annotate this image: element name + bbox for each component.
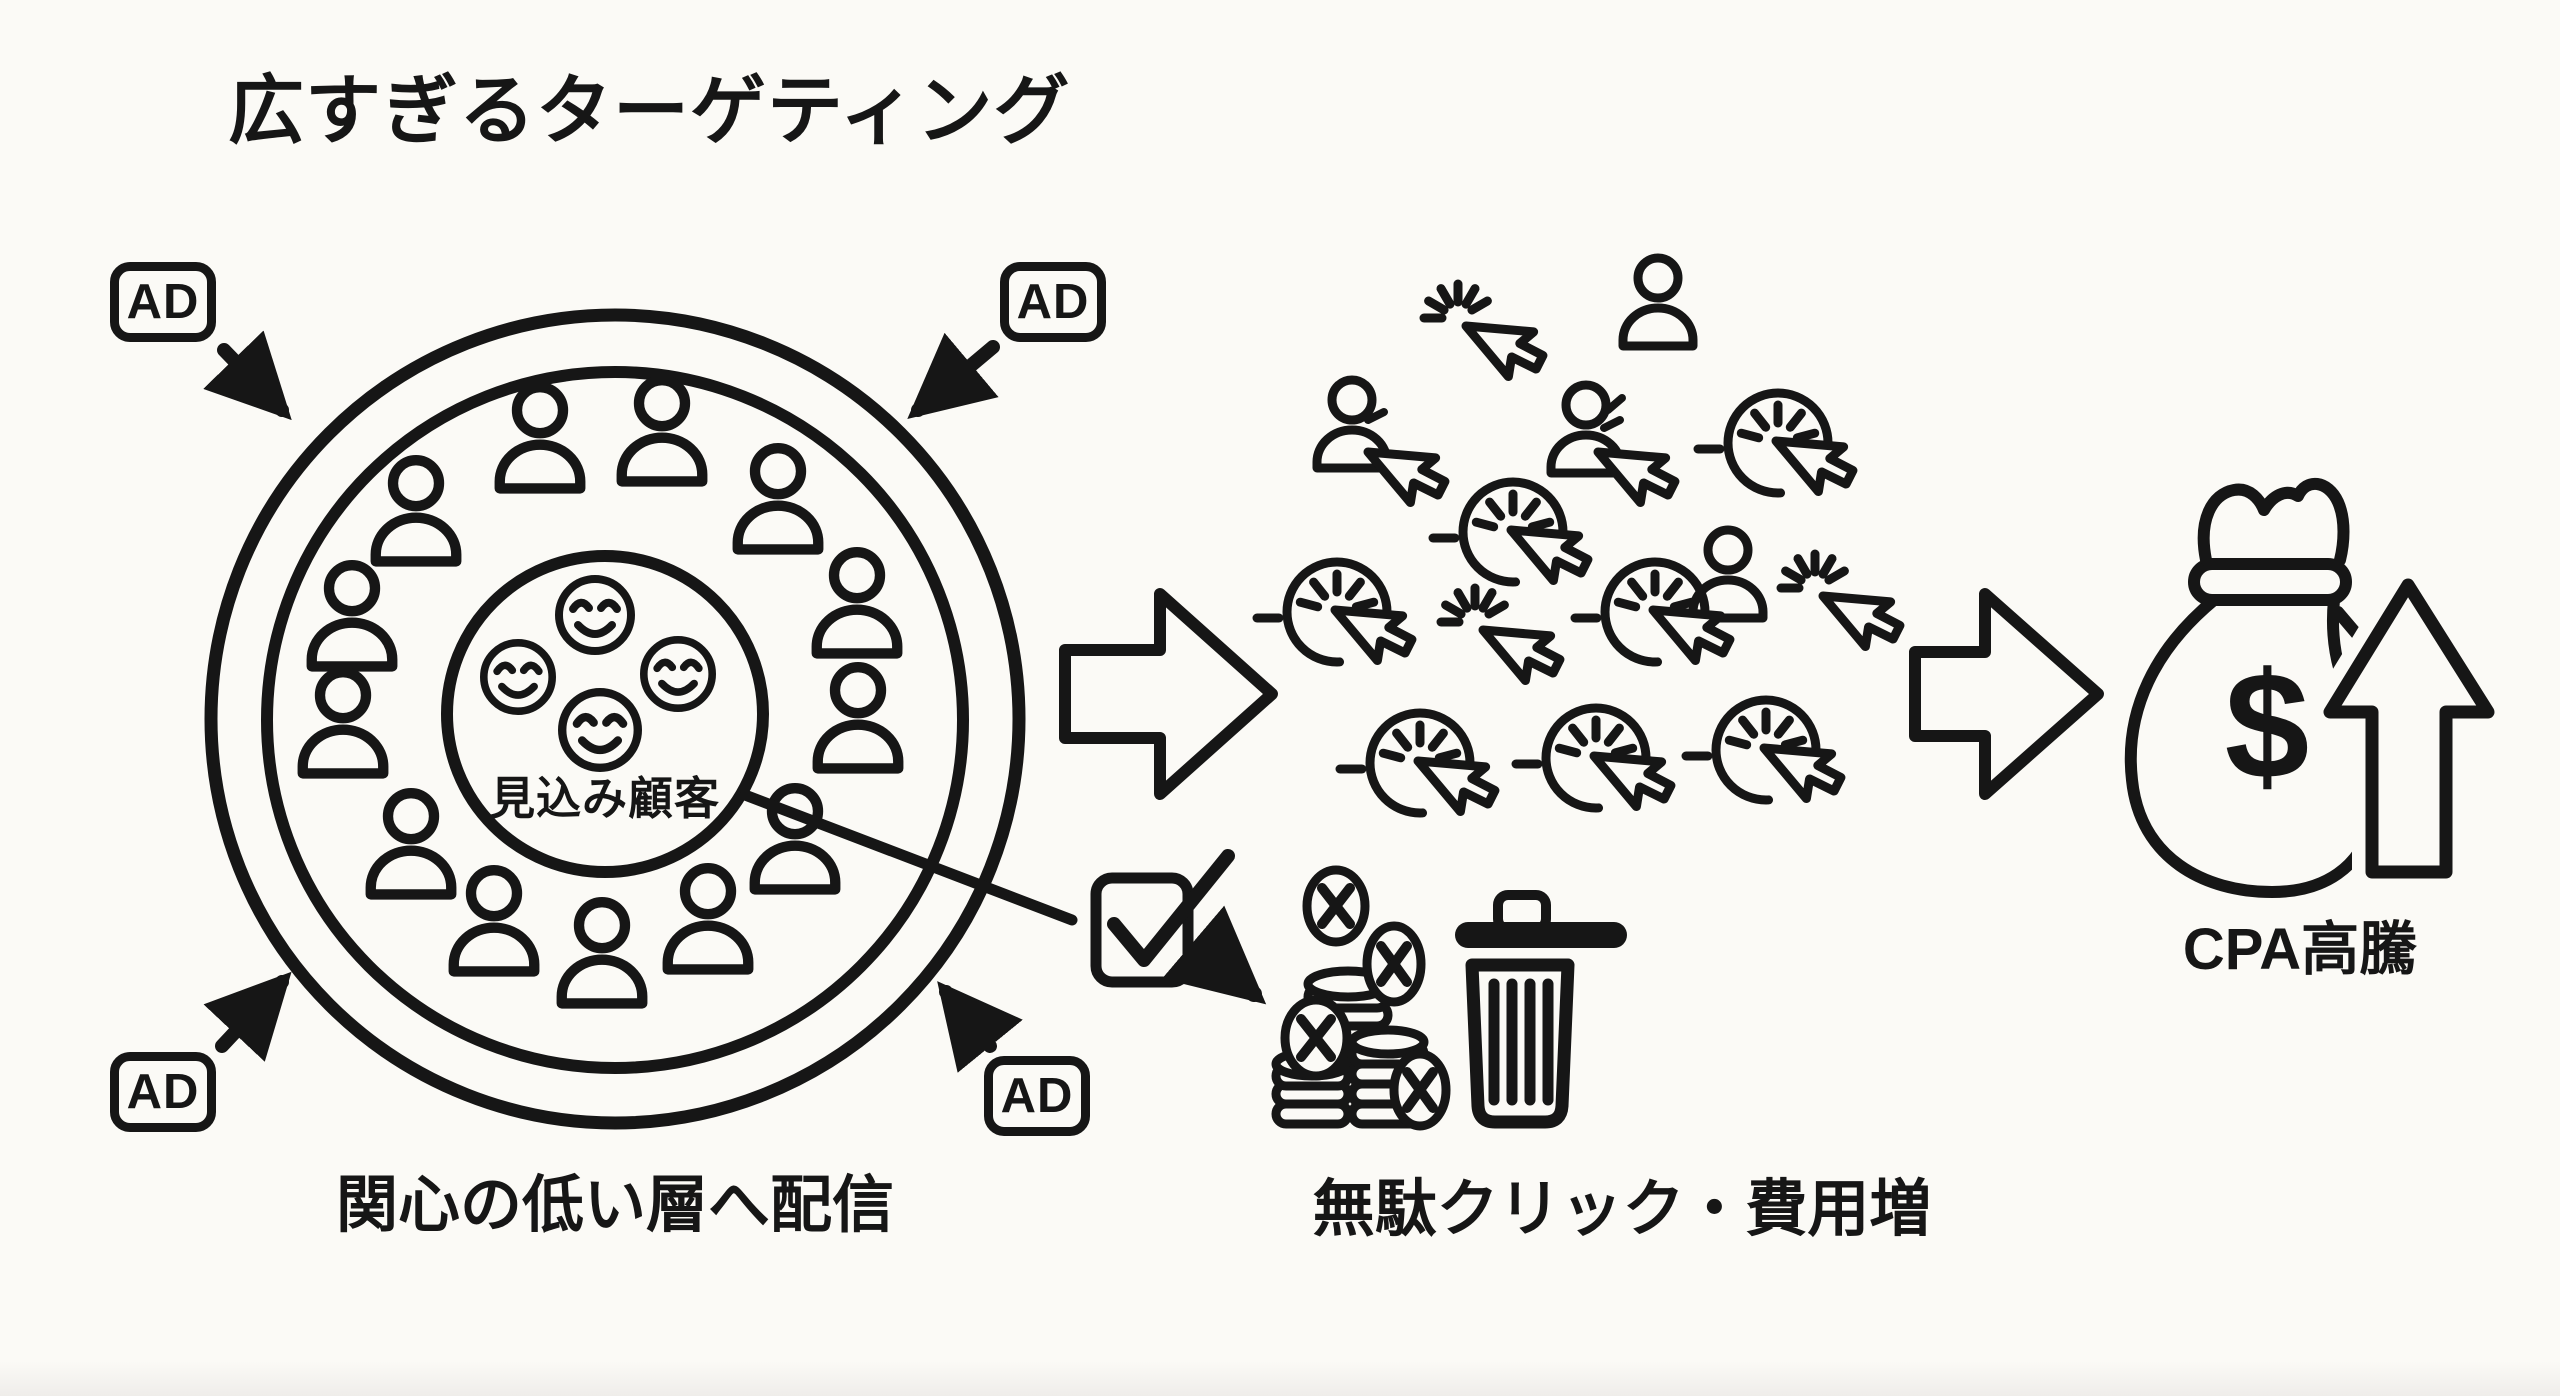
person-icon [562,902,643,1003]
dollar-sign: $ [2224,641,2310,811]
page-title: 広すぎるターゲティング [228,69,1071,154]
ad-badge-top-right: AD [1000,262,1106,342]
person-icon [312,565,393,666]
ad-badge-label: AD [126,1065,200,1119]
click-circle-icon [1433,482,1598,590]
ad-badge-bottom-right: AD [984,1056,1090,1136]
smiley-icon [562,692,638,768]
click-circle-icon [1516,708,1681,816]
up-arrow-outline [2323,578,2495,879]
burst-cursor-icon [1424,284,1553,386]
cursor-icon [1598,421,1685,512]
cursor-icon [1368,421,1455,512]
right-flow-arrow-2 [1909,588,2104,800]
inner-circle [441,550,769,878]
targeting-circles [204,308,1026,1130]
trash-icon [1455,890,1627,1129]
x-badge [1302,865,1370,947]
wasted-spend-arrow [1161,905,1267,1005]
prospect-smileys [484,579,712,768]
person-icon [500,387,581,488]
person-icon [303,672,384,773]
ad-badge-label: AD [1000,1069,1074,1123]
person-icon [738,448,819,549]
wasted-clicks-caption: 無駄クリック・費用増 [1312,1175,1932,1244]
x-badge [1389,1049,1451,1131]
coins-x-icon [1271,865,1451,1131]
burst-cursor-icon [1441,588,1570,690]
ad-badge-label: AD [126,275,200,329]
ad-arrow-top-left [203,330,292,421]
ad-arrow-top-right [907,332,1000,420]
person-icon [454,870,535,971]
person-icon [818,667,899,768]
prospect-line [739,789,1078,926]
click-circle-icon [1257,562,1422,670]
ad-badge-label: AD [1016,275,1090,329]
ad-arrow-bottom-left [203,971,292,1062]
right-flow-arrow-1 [1059,588,1278,800]
middle-circle [261,366,969,1074]
smiley-icon [484,643,552,711]
person-icon [376,460,457,561]
person-icon [817,552,898,653]
ad-badge-bottom-left: AD [110,1052,216,1132]
x-badge [1362,921,1426,1007]
person-icon [1623,258,1693,346]
clicks-cluster [1257,258,1910,821]
outer-circle [204,308,1026,1130]
person-icon [668,868,749,969]
prospect-center-label: 見込み顧客 [489,773,720,824]
click-circle-icon [1340,713,1505,821]
ad-arrow-bottom-right [937,981,1023,1073]
cpa-caption: CPA高騰 [2182,917,2418,982]
x-badge [1280,995,1352,1081]
burst-cursor-icon [1781,554,1910,656]
click-spark [1364,394,1626,432]
smiley-icon [644,640,712,708]
ad-badge-top-left: AD [110,262,216,342]
click-circle-icon [1698,393,1863,501]
person-icon [622,380,703,481]
smiley-icon [559,579,631,651]
person-icon [371,793,452,894]
click-circle-icon [1686,700,1851,808]
low-interest-caption: 関心の低い層へ配信 [335,1171,894,1240]
ad-arrows [203,330,1023,1073]
